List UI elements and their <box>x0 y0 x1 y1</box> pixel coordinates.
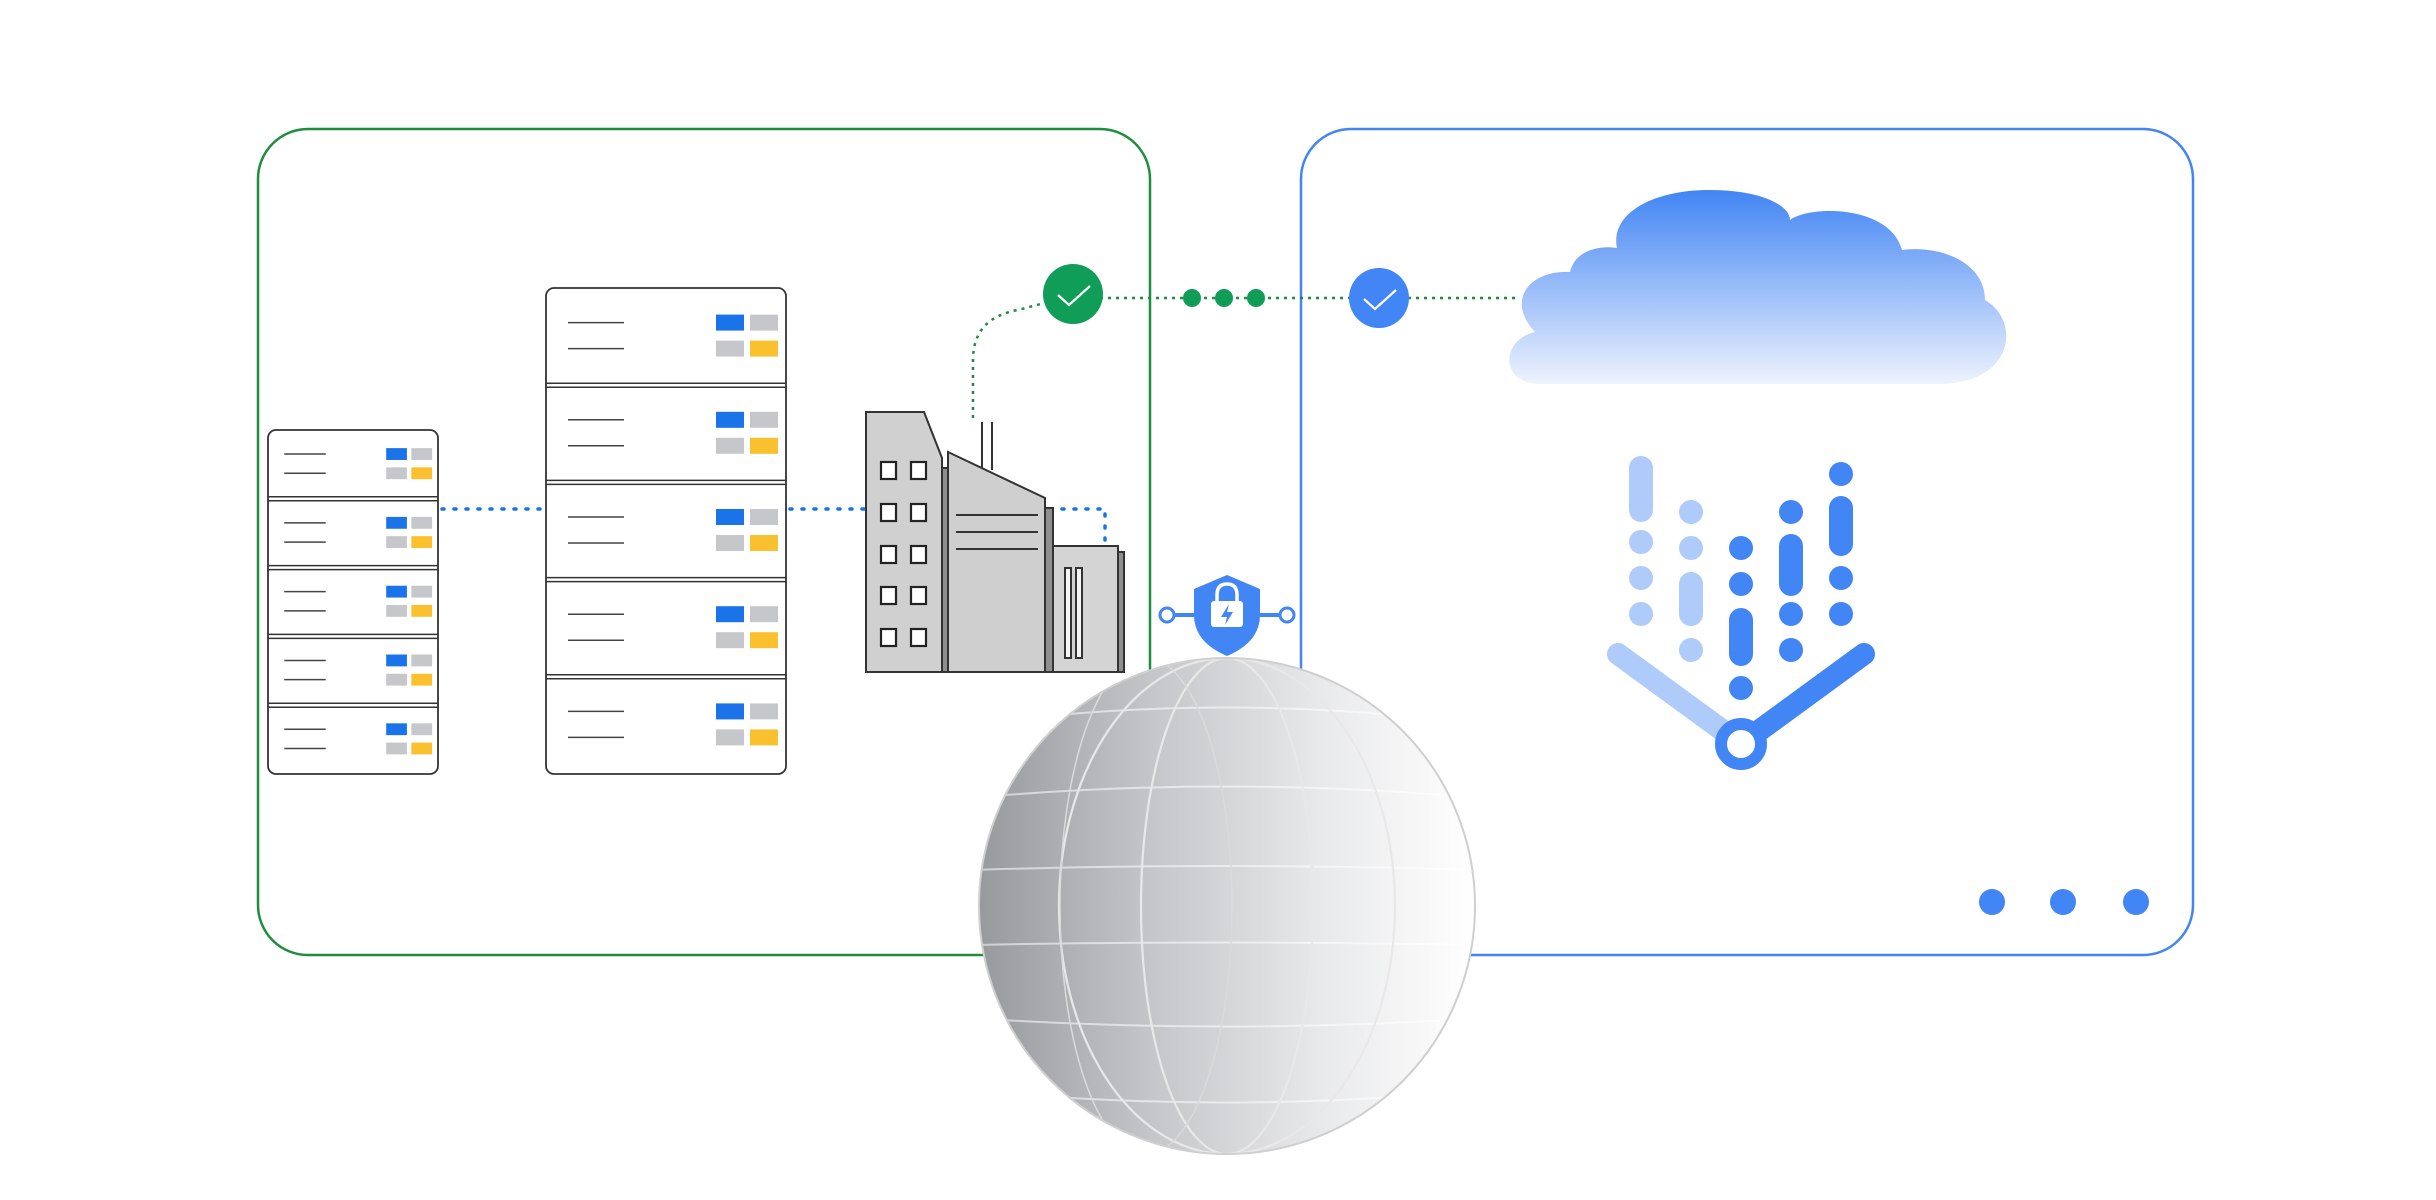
server-unit <box>568 509 778 551</box>
interconnect-dot <box>1247 289 1265 307</box>
server-unit <box>568 411 778 454</box>
building-security-connector <box>1048 507 1107 542</box>
large-server-rack <box>545 287 787 775</box>
server-unit <box>284 516 433 548</box>
on-prem-check-icon <box>1043 264 1103 324</box>
cloud-icon <box>1509 190 2007 384</box>
more-dots-icon <box>1979 889 2149 915</box>
small-server-rack <box>267 429 439 775</box>
interconnect-dot <box>1183 289 1201 307</box>
data-funnel-icon <box>1607 456 1875 770</box>
office-building-icon <box>865 411 1125 673</box>
server-unit <box>568 606 778 649</box>
shield-lock-icon <box>1158 575 1296 656</box>
server-unit <box>568 703 778 746</box>
server-unit <box>284 585 433 617</box>
building-check-connector <box>971 300 1049 418</box>
cloud-check-icon <box>1349 268 1409 328</box>
globe-icon <box>978 657 1476 1155</box>
server-unit <box>568 314 778 357</box>
on-premises-container <box>256 127 1152 957</box>
interconnect-dot <box>1215 289 1233 307</box>
server-unit <box>284 723 433 755</box>
cloud-container <box>1299 127 2195 957</box>
server-unit <box>284 654 433 686</box>
server-unit <box>284 448 433 480</box>
